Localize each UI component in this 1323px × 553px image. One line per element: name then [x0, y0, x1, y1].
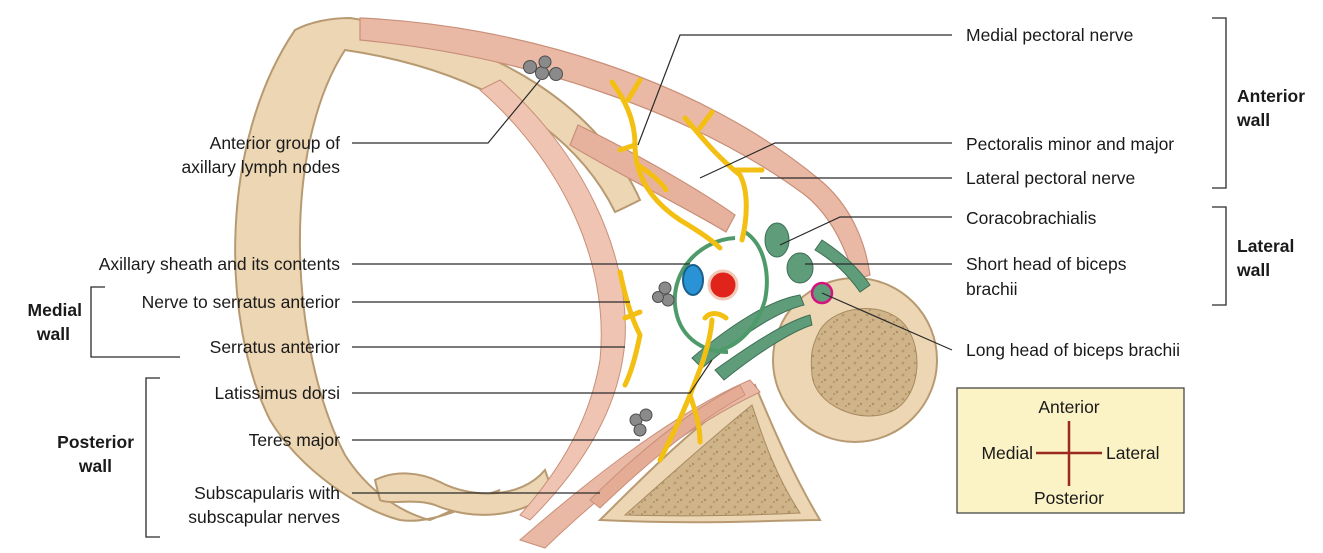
- central-lymph-nodes: [653, 282, 675, 306]
- label-short-head-biceps-line2: brachii: [966, 279, 1018, 299]
- label-lymph-nodes: Anterior group of: [210, 133, 340, 153]
- label-lateral-pectoral-nerve: Lateral pectoral nerve: [966, 168, 1135, 188]
- label-pectoralis-minor-major: Pectoralis minor and major: [966, 134, 1174, 154]
- label-nerve-serratus: Nerve to serratus anterior: [142, 292, 341, 312]
- group-medial-wall-line2: wall: [36, 324, 70, 344]
- group-medial-wall: Medial: [28, 300, 82, 320]
- orientation-medial: Medial: [981, 443, 1033, 463]
- label-coracobrachialis: Coracobrachialis: [966, 208, 1097, 228]
- label-serratus-anterior: Serratus anterior: [210, 337, 341, 357]
- label-teres-major: Teres major: [249, 430, 341, 450]
- orientation-anterior: Anterior: [1038, 397, 1099, 417]
- posterior-lymph-nodes: [630, 409, 652, 436]
- anterior-wall-bracket: [1212, 18, 1226, 188]
- label-short-head-biceps: Short head of biceps: [966, 254, 1127, 274]
- label-lymph-nodes-line2: axillary lymph nodes: [181, 157, 340, 177]
- label-axillary-sheath: Axillary sheath and its contents: [99, 254, 340, 274]
- label-subscapularis-line2: subscapular nerves: [188, 507, 340, 527]
- label-subscapularis: Subscapularis with: [194, 483, 340, 503]
- axillary-artery: [709, 271, 737, 299]
- label-medial-pectoral-nerve: Medial pectoral nerve: [966, 25, 1133, 45]
- orientation-lateral: Lateral: [1106, 443, 1160, 463]
- axillary-vein: [683, 265, 703, 295]
- group-lateral-wall: Lateral: [1237, 236, 1294, 256]
- group-lateral-wall-line2: wall: [1236, 260, 1270, 280]
- orientation-legend: Anterior Posterior Medial Lateral: [957, 388, 1184, 513]
- humerus-marrow: [811, 309, 917, 416]
- posterior-wall-bracket: [146, 378, 160, 537]
- orientation-posterior: Posterior: [1034, 488, 1104, 508]
- group-anterior-wall-line2: wall: [1236, 110, 1270, 130]
- coracobrachialis-muscle: [765, 223, 789, 257]
- lateral-wall-bracket: [1212, 207, 1226, 305]
- group-posterior-wall-line2: wall: [78, 456, 112, 476]
- group-posterior-wall: Posterior: [57, 432, 134, 452]
- group-anterior-wall: Anterior: [1237, 86, 1305, 106]
- label-latissimus-dorsi: Latissimus dorsi: [215, 383, 340, 403]
- short-head-biceps-muscle: [787, 253, 813, 283]
- label-long-head-biceps: Long head of biceps brachii: [966, 340, 1180, 360]
